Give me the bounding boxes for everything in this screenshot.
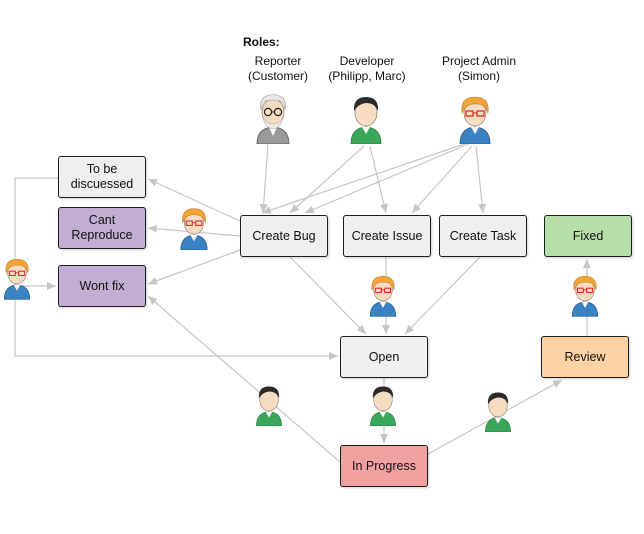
arrow-reporter-to-create-bug (259, 143, 269, 214)
arrow-create-bug-to-discussed (147, 178, 241, 222)
arrow-developer-to-create-bug (289, 145, 365, 214)
state-wont-fix[interactable]: Wont fix (58, 265, 146, 307)
arrow-admin-to-create-bug (304, 141, 474, 214)
role-reporter-who: (Customer) (247, 69, 308, 83)
admin-avatar-icon (459, 96, 491, 144)
state-in-progress[interactable]: In Progress (340, 445, 428, 487)
arrow-create-bug-to-open (289, 256, 367, 335)
state-cant-reproduce[interactable]: Cant Reproduce (58, 207, 146, 249)
arrow-create-bug-to-wont-fix (147, 249, 241, 285)
developer-avatar-icon (370, 386, 396, 426)
admin-avatar-icon (369, 276, 397, 317)
role-developer-label: Developer (Philipp, Marc) (322, 54, 412, 84)
state-create-task[interactable]: Create Task (439, 215, 527, 257)
role-admin-who: (Simon) (457, 69, 500, 83)
developer-avatar-icon (485, 392, 511, 432)
role-reporter-label: Reporter (Customer) (240, 54, 316, 84)
state-to-be-discussed[interactable]: To be discuessed (58, 156, 146, 198)
developer-avatar-icon (256, 386, 282, 426)
state-open[interactable]: Open (340, 336, 428, 378)
state-review[interactable]: Review (541, 336, 629, 378)
arrow-left-rail-to-wont-fix (14, 177, 58, 290)
arrow-admin-to-create-task (475, 145, 487, 214)
admin-avatar-icon (571, 276, 599, 317)
role-admin-name: Project Admin (441, 54, 517, 68)
role-admin-label: Project Admin (Simon) (434, 54, 524, 84)
role-developer-who: (Philipp, Marc) (328, 69, 406, 83)
state-create-issue[interactable]: Create Issue (343, 215, 431, 257)
roles-title: Roles: (243, 35, 280, 49)
arrow-admin-to-create-issue (411, 145, 473, 214)
state-create-bug[interactable]: Create Bug (240, 215, 328, 257)
state-fixed[interactable]: Fixed (544, 215, 632, 257)
arrow-admin-to-create-bug-2 (261, 141, 471, 214)
role-reporter-name: Reporter (254, 54, 302, 68)
arrow-in-progress-to-review (427, 379, 563, 455)
reporter-avatar-icon (256, 94, 290, 144)
arrow-in-progress-to-wont-fix (147, 295, 341, 463)
admin-avatar-icon (180, 208, 208, 250)
arrow-left-rail-to-open (14, 286, 338, 360)
role-developer-name: Developer (339, 54, 395, 68)
arrow-create-task-to-open (404, 256, 481, 335)
arrow-developer-to-create-issue (369, 145, 388, 214)
admin-avatar-icon (3, 259, 31, 300)
developer-avatar-icon (350, 97, 382, 144)
